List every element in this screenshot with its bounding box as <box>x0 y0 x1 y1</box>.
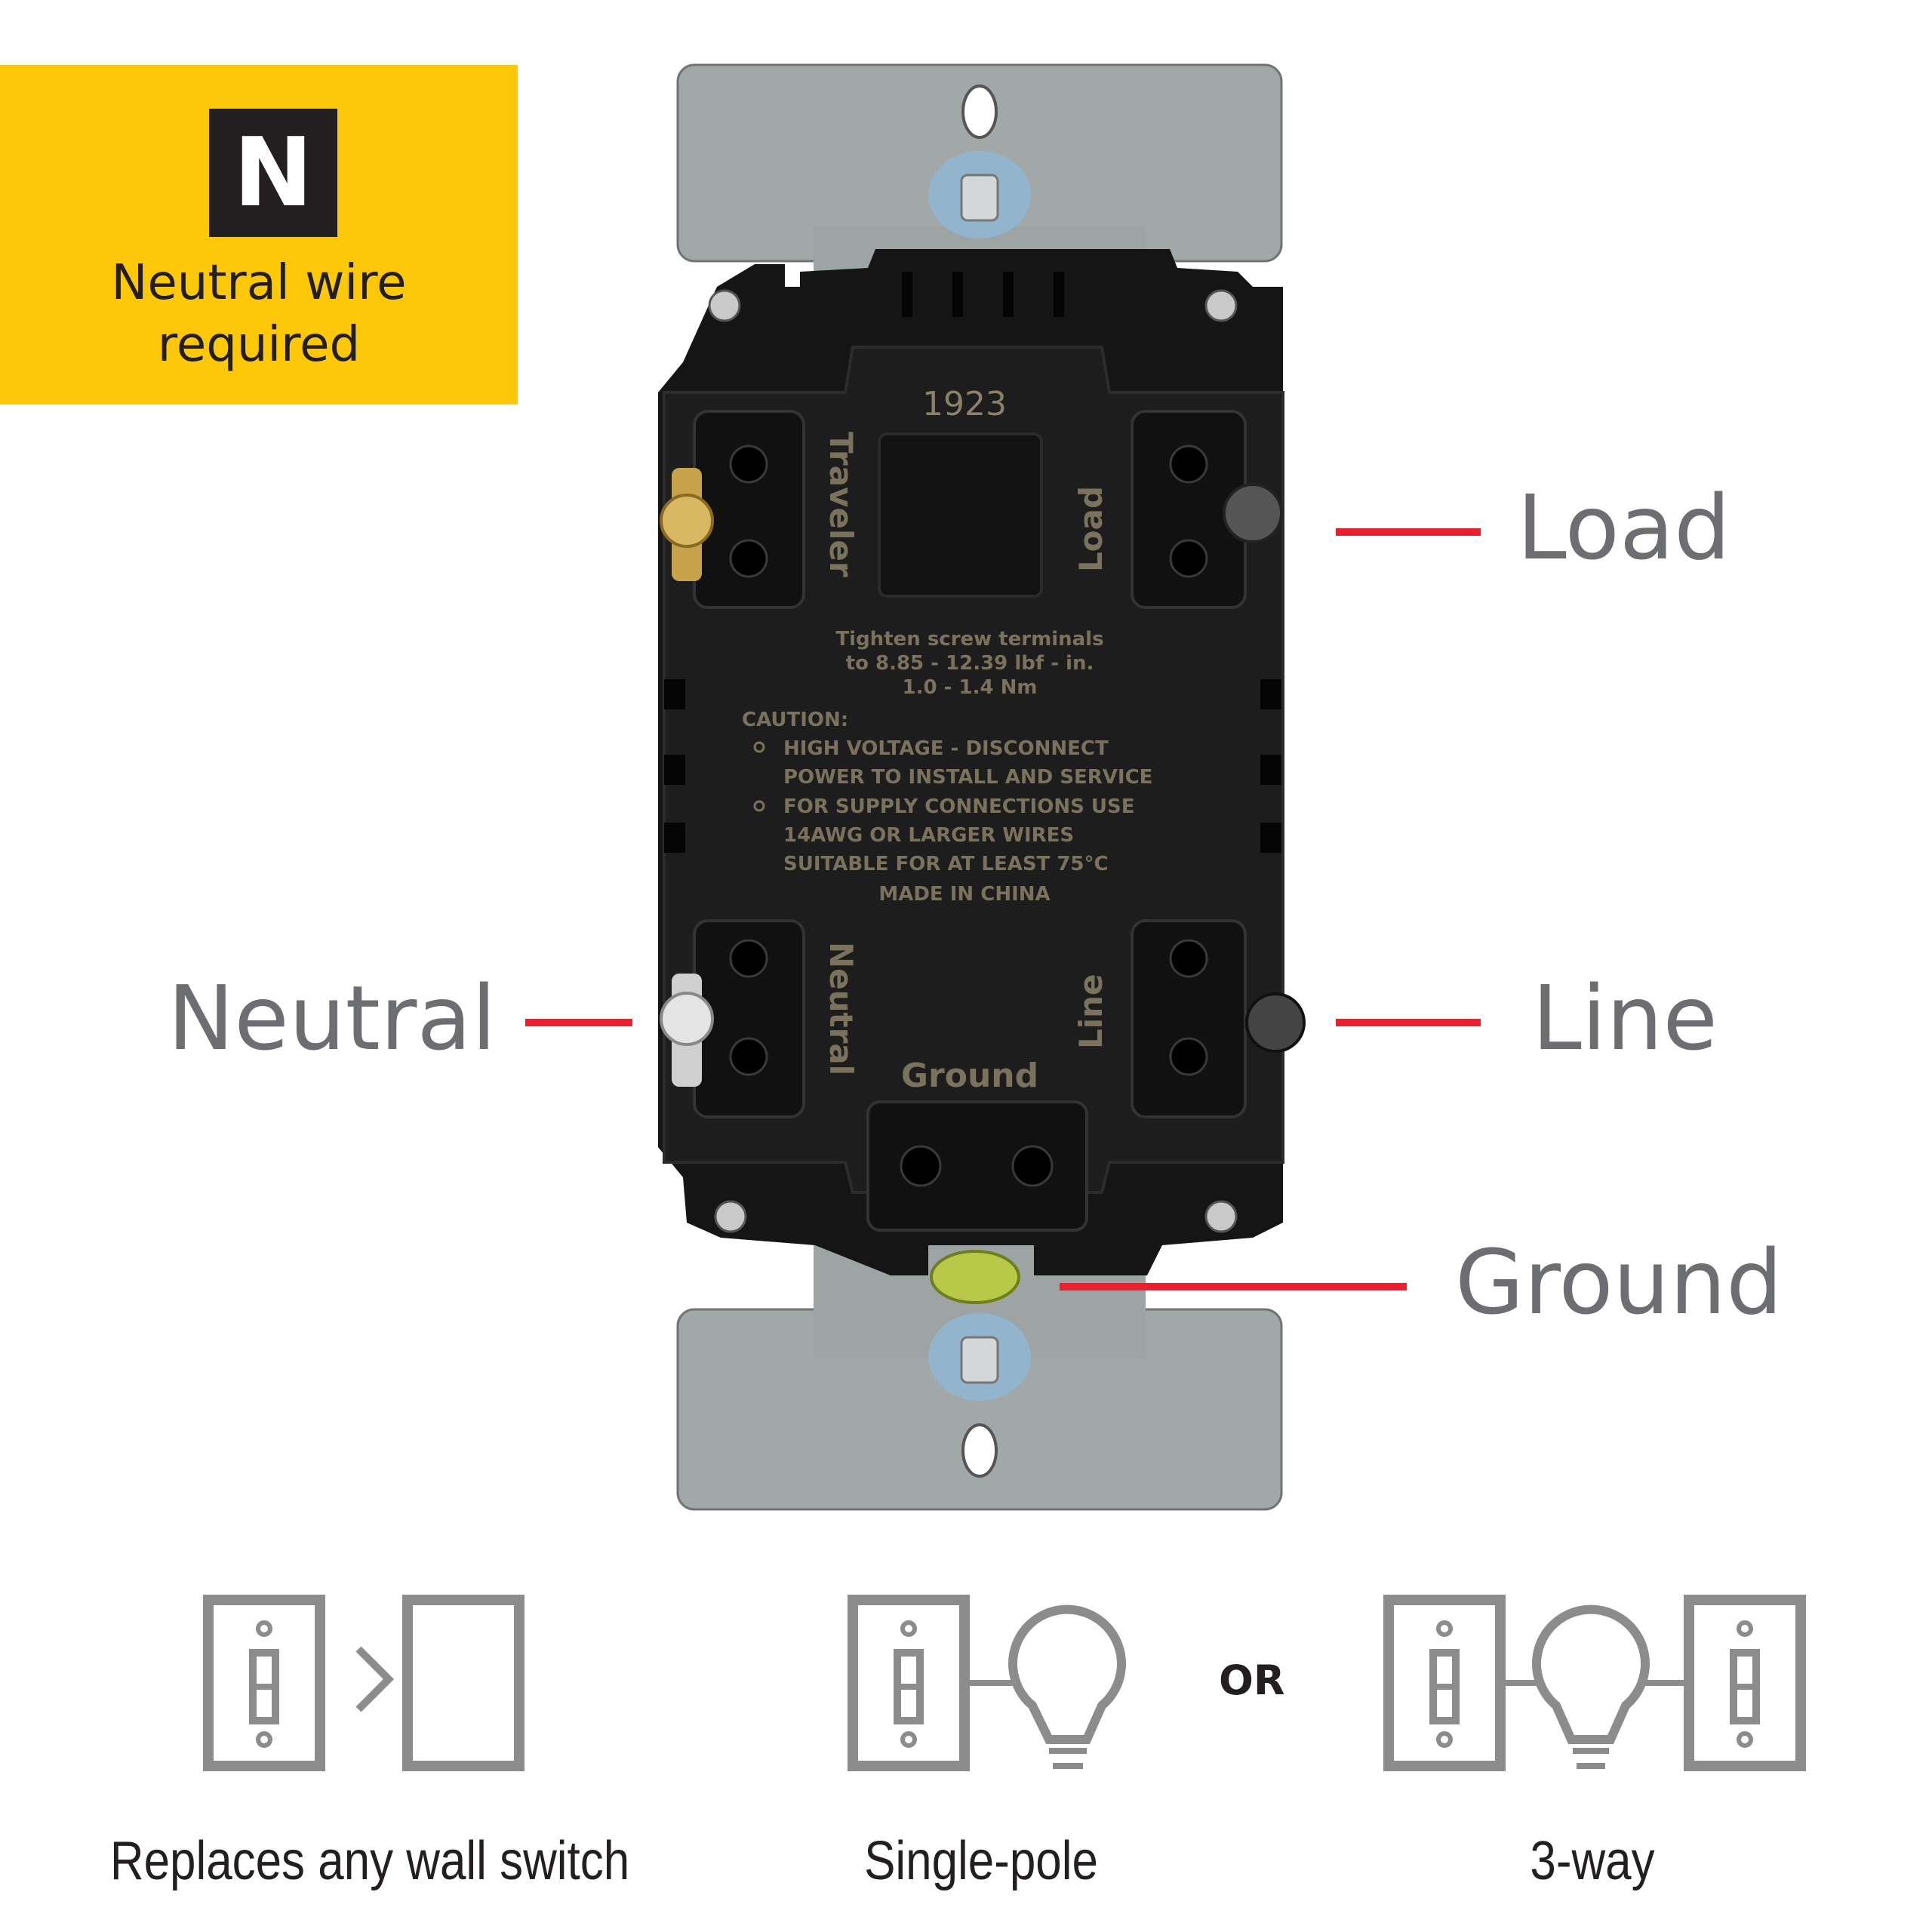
bullet-icon <box>753 800 765 812</box>
neutral-callout-text: Neutral <box>168 966 497 1070</box>
strap-hole-bottom <box>961 1423 998 1478</box>
torque-note-line: to 8.85 - 12.39 lbf - in. <box>846 652 1094 675</box>
badge-text-line2: required <box>157 317 361 373</box>
load-label: Load <box>1072 486 1109 572</box>
corner-rivet <box>1204 289 1238 322</box>
bullet-icon <box>753 741 765 753</box>
line-terminal-pocket <box>1131 919 1247 1118</box>
mounting-screw-bottom <box>928 1313 1031 1401</box>
load-callout-line <box>1336 528 1481 536</box>
torque-note-line: Tighten screw terminals <box>835 628 1103 651</box>
line-callout-line <box>1336 1019 1481 1026</box>
corner-rivet <box>1204 1200 1238 1233</box>
caution-line: POWER TO INSTALL AND SERVICE <box>783 766 1152 789</box>
ground-label: Ground <box>901 1057 1038 1095</box>
caption-replaces: Replaces any wall switch <box>109 1831 630 1891</box>
caption-three-way: 3-way <box>1530 1831 1655 1891</box>
replaces-switch-icon <box>203 1595 525 1771</box>
neutral-letter-icon: N <box>209 109 337 237</box>
torque-note-line: 1.0 - 1.4 Nm <box>903 676 1038 699</box>
caution-line: SUITABLE FOR AT LEAST 75°C <box>783 853 1109 875</box>
mounting-screw-top <box>928 151 1031 238</box>
ground-callout-text: Ground <box>1455 1230 1783 1334</box>
neutral-label: Neutral <box>823 942 860 1075</box>
badge-text-line1: Neutral wire <box>111 255 407 311</box>
vent-slot <box>952 272 963 317</box>
line-label: Line <box>1072 974 1109 1049</box>
switch-housing <box>658 249 1284 1275</box>
neutral-screw <box>660 974 714 1087</box>
strap-hole-top <box>961 85 998 139</box>
three-way-icon <box>1383 1595 1806 1771</box>
or-label: OR <box>1219 1657 1285 1704</box>
caution-line: MADE IN CHINA <box>878 883 1050 906</box>
traveler-label: Traveler <box>823 432 860 577</box>
caption-single-pole: Single-pole <box>864 1831 1098 1891</box>
line-screw <box>1245 992 1306 1053</box>
vent-slot <box>1003 272 1014 317</box>
caution-line: 14AWG OR LARGER WIRES <box>783 824 1074 847</box>
status-window <box>878 432 1043 598</box>
ground-screw <box>930 1250 1020 1304</box>
single-pole-icon <box>848 1595 1126 1771</box>
line-callout-text: Line <box>1532 966 1718 1070</box>
ground-callout-line <box>1060 1283 1407 1291</box>
load-callout-text: Load <box>1517 475 1731 580</box>
traveler-screw <box>660 468 714 581</box>
model-code: 1923 <box>922 385 1007 423</box>
neutral-required-badge: N Neutral wire required <box>0 65 518 405</box>
corner-rivet <box>714 1200 747 1233</box>
load-screw <box>1223 483 1283 543</box>
ground-terminal-pocket <box>866 1100 1088 1232</box>
neutral-callout-line <box>525 1019 632 1026</box>
caution-line: HIGH VOLTAGE - DISCONNECT <box>783 737 1109 760</box>
vent-slot <box>1054 272 1064 317</box>
vent-slot <box>902 272 912 317</box>
badge-text: Neutral wire required <box>0 252 518 376</box>
caution-line: FOR SUPPLY CONNECTIONS USE <box>783 795 1134 818</box>
caution-title: CAUTION: <box>742 709 848 731</box>
corner-rivet <box>708 289 741 322</box>
